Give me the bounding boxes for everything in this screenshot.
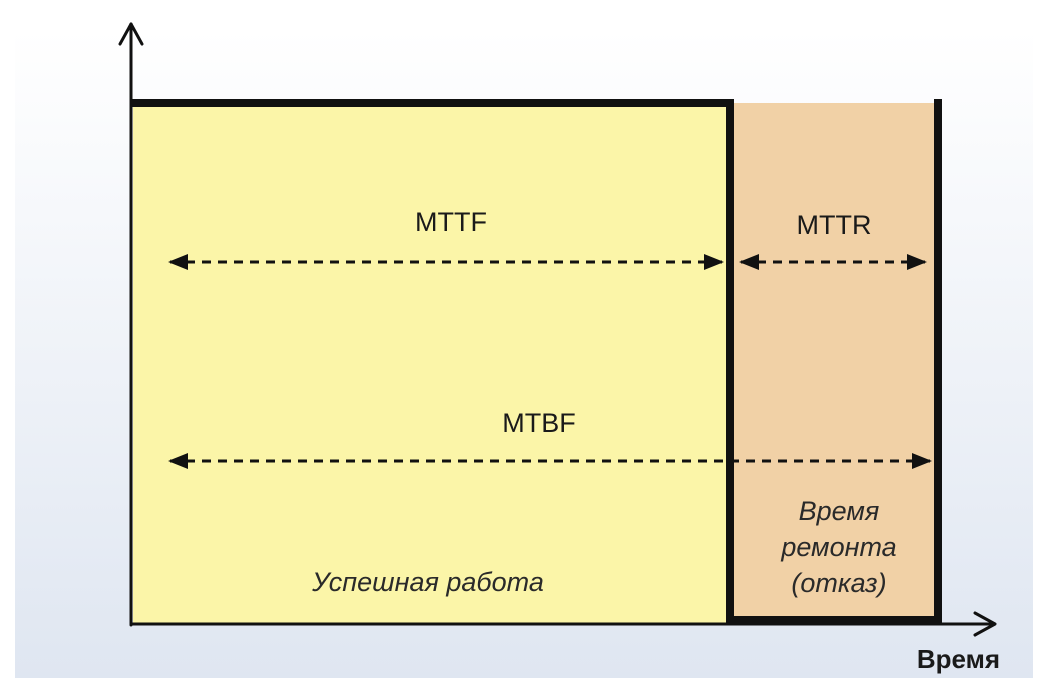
- success-region: [133, 103, 729, 623]
- repair-label-line-2: ремонта: [780, 532, 896, 562]
- repair-label-line-3: (отказ): [791, 568, 886, 598]
- vertical-axis-arrowhead: [118, 22, 144, 46]
- axes: [118, 22, 997, 637]
- interval-arrows: [168, 254, 932, 469]
- horizontal-axis-arrowhead: [973, 611, 997, 637]
- success-region-label: Успешная работа: [311, 567, 544, 597]
- region-outlines: [131, 99, 942, 624]
- repair-label-line-1: Время: [799, 496, 880, 526]
- mttf-label: MTTF: [415, 207, 487, 237]
- time-axis-label: Время: [917, 644, 1000, 674]
- repair-region: [729, 103, 938, 620]
- mttr-label: MTTR: [797, 210, 872, 240]
- mtbf-label: MTBF: [502, 408, 576, 438]
